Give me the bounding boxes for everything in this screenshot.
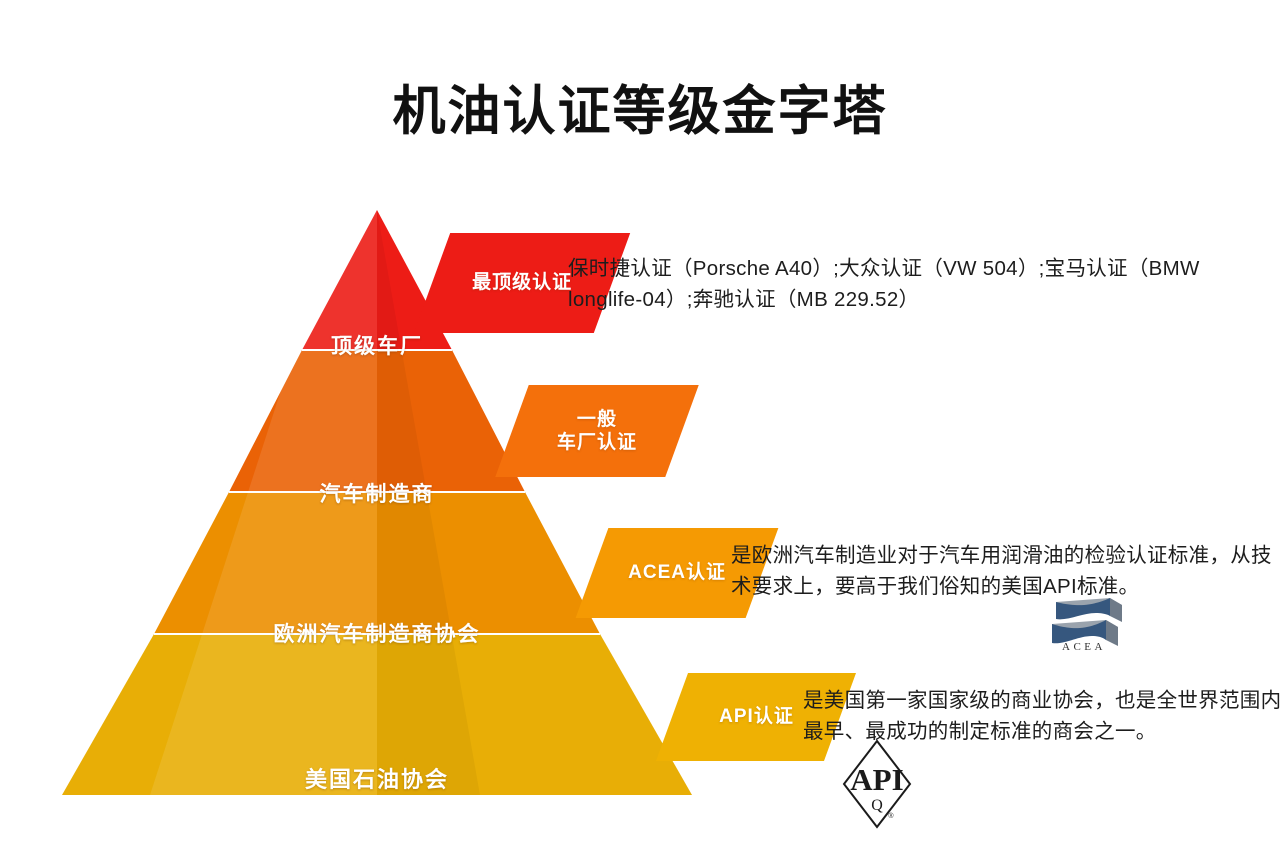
description-acea: 是欧洲汽车制造业对于汽车用润滑油的检验认证标准，从技术要求上，要高于我们俗知的美…	[731, 544, 1272, 598]
page-title: 机油认证等级金字塔	[392, 82, 888, 141]
acea-logo-caption: ACEA	[1062, 641, 1106, 653]
badge-oem-line-2: 车厂认证	[556, 432, 637, 453]
acea-logo-icon	[1038, 594, 1130, 660]
badge-oem: 一般 车厂认证	[495, 385, 699, 477]
pyramid-shape	[62, 210, 692, 795]
pyramid-tier-oem	[229, 350, 525, 492]
svg-text:API: API	[850, 762, 903, 797]
pyramid-highlight-wedge-2	[377, 210, 480, 795]
pyramid-highlight-wedge	[150, 210, 377, 795]
svg-text:Q: Q	[871, 797, 883, 814]
badge-api-label: API认证	[718, 706, 794, 728]
badge-oem-label: 一般 车厂认证	[557, 408, 637, 454]
description-top-oem: 保时捷认证（Porsche A40）;大众认证（VW 504）;宝马认证（BMW…	[568, 257, 1200, 311]
pyramid-tier-api	[62, 634, 692, 795]
badge-oem-line-1: 一般	[576, 408, 617, 430]
badge-acea-label: ACEA认证	[628, 562, 726, 584]
svg-text:®: ®	[888, 812, 894, 820]
badge-top-oem-label: 最顶级认证	[471, 272, 573, 294]
description-api: 是美国第一家国家级的商业协会，也是全世界范围内最早、最成功的制定标准的商会之一。	[803, 689, 1280, 743]
pyramid-tier-acea	[154, 492, 600, 634]
pyramid-tier-top	[302, 210, 452, 350]
api-logo-icon: API Q ®	[836, 738, 918, 830]
